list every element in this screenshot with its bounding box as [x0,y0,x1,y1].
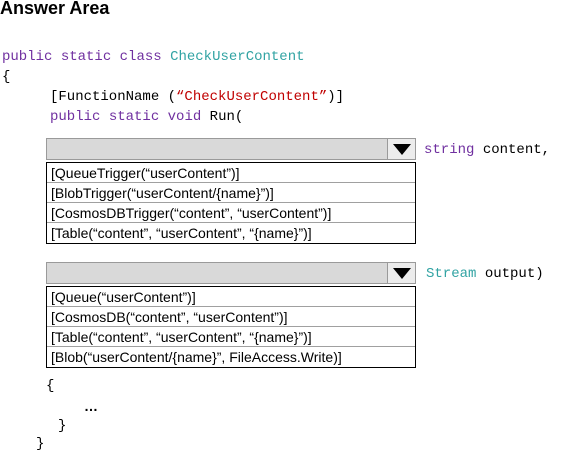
keyword-void: void [167,109,202,125]
method-close-brace: } [58,418,67,434]
class-close-brace: } [36,436,45,452]
output-option-queue[interactable]: [Queue(“userContent”)] [47,287,415,307]
method-open-brace: { [46,378,55,394]
attribute-open: [FunctionName ( [50,89,177,105]
trigger-options-list: [QueueTrigger(“userContent”)] [BlobTrigg… [46,162,416,244]
chevron-down-icon[interactable] [387,263,415,283]
param-type-string: string [424,142,475,158]
output-option-blob[interactable]: [Blob(“userContent/{name}”, FileAccess.W… [51,349,342,365]
param-type-stream: Stream [426,266,477,282]
output-options-list: [Queue(“userContent”)] [CosmosDB(“conten… [46,286,416,368]
keyword-class: class [119,49,162,65]
function-name-string: “CheckUserContent” [176,89,328,105]
method-name: Run( [209,109,244,125]
attribute-close: )] [327,89,345,105]
output-option-table[interactable]: [Table(“content”, “userContent”, “{name}… [47,327,415,347]
method-signature: public static void Run( [50,109,243,125]
trigger-option-queue[interactable]: [QueueTrigger(“userContent”)] [47,163,415,183]
trigger-option-cosmosdb[interactable]: [CosmosDBTrigger(“content”, “userContent… [47,203,415,223]
keyword-static: static [60,49,112,65]
class-declaration: public static class CheckUserContent [2,49,305,65]
class-open-brace: { [2,69,11,85]
answer-area-title: Answer Area [0,0,110,18]
function-name-attribute: [FunctionName (“CheckUserContent”)] [50,89,344,105]
class-name: CheckUserContent [170,49,305,65]
param-content: string content, [424,142,550,158]
output-option-cosmosdb[interactable]: [CosmosDB(“content”, “userContent”)] [47,307,415,327]
param-output: Stream output) [426,266,544,282]
output-dropdown[interactable] [46,262,416,284]
keyword-public: public [2,49,53,65]
trigger-option-blob[interactable]: [BlobTrigger(“userContent/{name}”)] [47,183,415,203]
trigger-dropdown[interactable] [46,138,416,160]
keyword-public: public [50,109,101,125]
param-name-output: output) [476,266,544,282]
param-name-content: content, [474,142,551,158]
trigger-option-table[interactable]: [Table(“content”, “userContent”, “{name}… [51,225,312,241]
keyword-static: static [108,109,160,125]
method-body-ellipsis: … [84,398,98,414]
chevron-down-icon[interactable] [387,139,415,159]
